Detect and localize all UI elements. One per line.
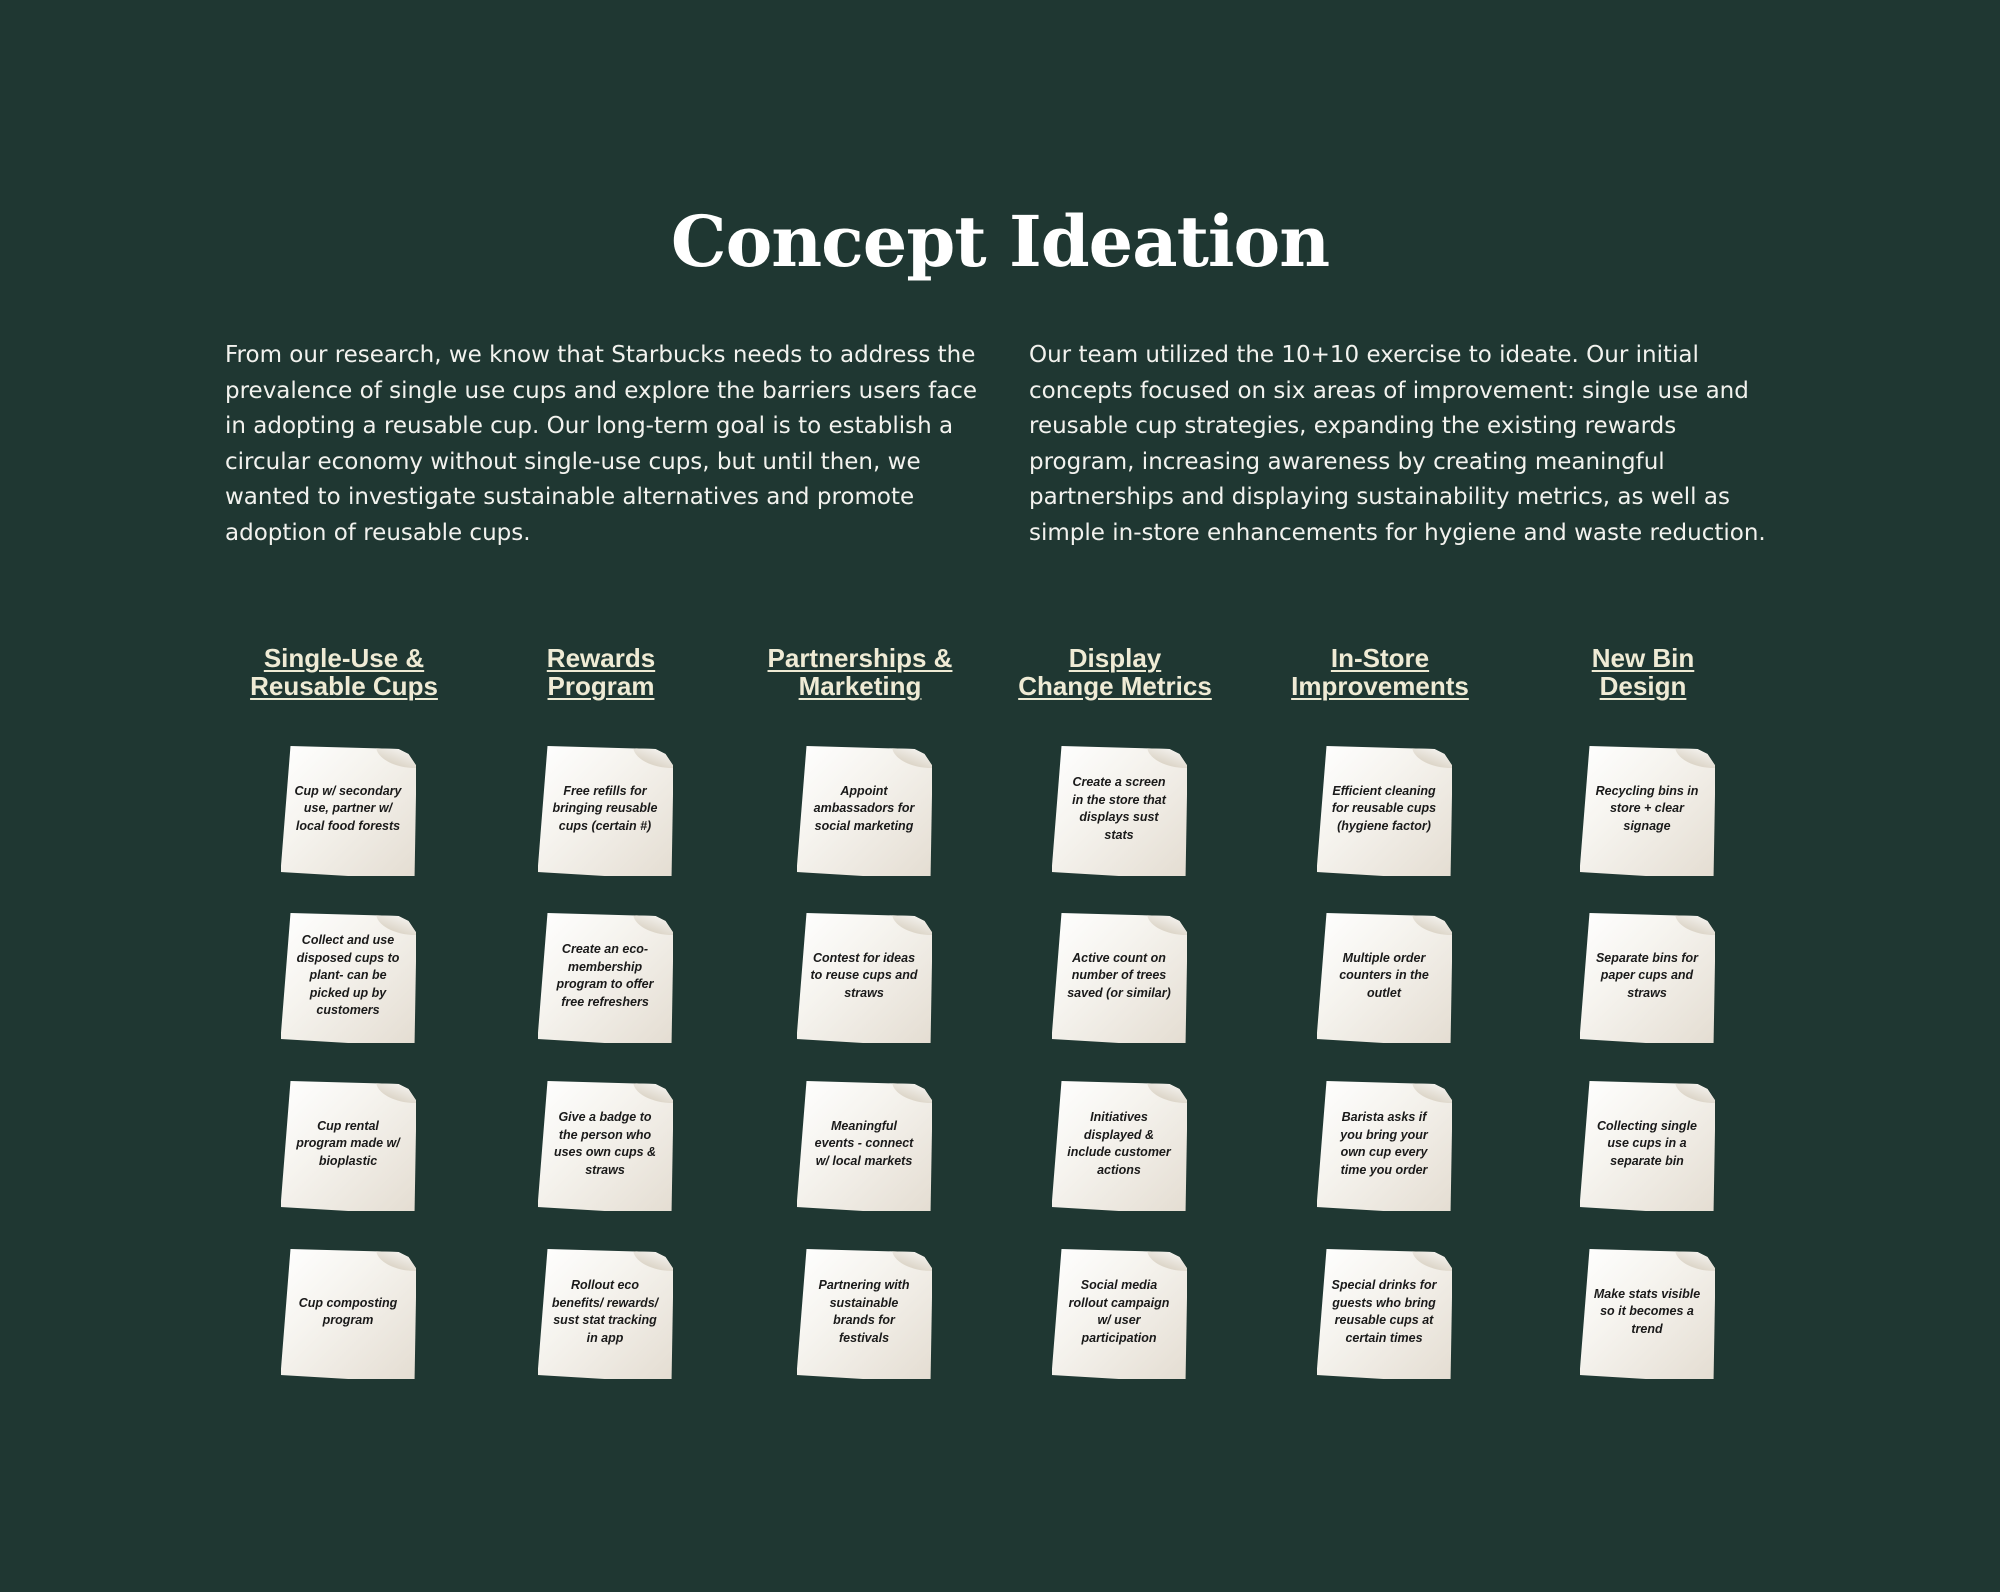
sticky-note: Efficient cleaning for reusable cups (hy… — [1316, 746, 1452, 876]
sticky-note: Make stats visible so it becomes a trend — [1579, 1249, 1715, 1379]
sticky-note-text: Partnering with sustainable brands for f… — [818, 1278, 910, 1345]
sticky-note-text: Barista asks if you bring your own cup e… — [1340, 1110, 1428, 1177]
sticky-note: Partnering with sustainable brands for f… — [796, 1249, 932, 1379]
sticky-note-text: Cup rental program made w/ bioplastic — [296, 1118, 400, 1168]
sticky-note-text: Multiple order counters in the outlet — [1339, 950, 1429, 1000]
sticky-note-text: Create an eco-membership program to offe… — [556, 942, 654, 1009]
sticky-note-text: Active count on number of trees saved (o… — [1067, 950, 1171, 1000]
sticky-note: Active count on number of trees saved (o… — [1051, 913, 1187, 1043]
sticky-note-text: Rollout eco benefits/ rewards/ sust stat… — [551, 1278, 659, 1345]
page-title: Concept Ideation — [670, 200, 1330, 283]
category-heading-new-bin-design: New Bin Design — [1591, 643, 1695, 701]
sticky-note-text: Contest for ideas to reuse cups and stra… — [810, 950, 918, 1000]
sticky-note: Rollout eco benefits/ rewards/ sust stat… — [537, 1249, 673, 1379]
sticky-note: Special drinks for guests who bring reus… — [1316, 1249, 1452, 1379]
sticky-note-text: Special drinks for guests who bring reus… — [1331, 1278, 1437, 1345]
category-heading-single-use-reusable-cups: Single-Use & Reusable Cups — [250, 643, 438, 701]
sticky-note: Recycling bins in store + clear signage — [1579, 746, 1715, 876]
sticky-note: Cup w/ secondary use, partner w/ local f… — [280, 746, 416, 876]
sticky-note: Social media rollout campaign w/ user pa… — [1051, 1249, 1187, 1379]
sticky-note: Cup rental program made w/ bioplastic — [280, 1081, 416, 1211]
category-heading-partnerships-marketing: Partnerships & Marketing — [767, 643, 953, 701]
sticky-note: Barista asks if you bring your own cup e… — [1316, 1081, 1452, 1211]
sticky-note: Create an eco-membership program to offe… — [537, 913, 673, 1043]
intro-paragraph-process: Our team utilized the 10+10 exercise to … — [1029, 342, 1766, 546]
sticky-note: Multiple order counters in the outlet — [1316, 913, 1452, 1043]
sticky-note-text: Meaningful events - connect w/ local mar… — [814, 1118, 914, 1168]
sticky-note: Cup composting program — [280, 1249, 416, 1379]
sticky-note: Separate bins for paper cups and straws — [1579, 913, 1715, 1043]
category-heading-display-change-metrics: Display Change Metrics — [1018, 643, 1212, 701]
sticky-note: Give a badge to the person who uses own … — [537, 1081, 673, 1211]
sticky-note-text: Appoint ambassadors for social marketing — [813, 783, 915, 833]
sticky-note-text: Separate bins for paper cups and straws — [1595, 950, 1699, 1000]
sticky-note: Initiatives displayed & include customer… — [1051, 1081, 1187, 1211]
sticky-note: Appoint ambassadors for social marketing — [796, 746, 932, 876]
sticky-note-text: Collecting single use cups in a separate… — [1596, 1118, 1697, 1168]
intro-paragraph-research: From our research, we know that Starbuck… — [225, 342, 978, 546]
sticky-note-text: Cup w/ secondary use, partner w/ local f… — [294, 783, 402, 833]
sticky-note-text: Free refills for bringing reusable cups … — [552, 783, 658, 833]
category-heading-in-store-improvements: In-Store Improvements — [1291, 643, 1469, 701]
sticky-note-text: Initiatives displayed & include customer… — [1067, 1110, 1171, 1177]
sticky-note: Contest for ideas to reuse cups and stra… — [796, 913, 932, 1043]
sticky-note-text: Cup composting program — [298, 1295, 398, 1328]
sticky-note-text: Give a badge to the person who uses own … — [553, 1110, 657, 1177]
sticky-note-text: Recycling bins in store + clear signage — [1595, 783, 1699, 833]
sticky-note-text: Efficient cleaning for reusable cups (hy… — [1331, 783, 1437, 833]
sticky-note: Meaningful events - connect w/ local mar… — [796, 1081, 932, 1211]
sticky-note-text: Make stats visible so it becomes a trend — [1593, 1286, 1701, 1336]
sticky-note: Collect and use disposed cups to plant- … — [280, 913, 416, 1043]
sticky-note: Create a screen in the store that displa… — [1051, 746, 1187, 876]
sticky-note: Free refills for bringing reusable cups … — [537, 746, 673, 876]
sticky-note-text: Social media rollout campaign w/ user pa… — [1068, 1278, 1170, 1345]
sticky-note-text: Collect and use disposed cups to plant- … — [296, 933, 400, 1018]
category-heading-rewards-program: Rewards Program — [546, 643, 656, 701]
sticky-note: Collecting single use cups in a separate… — [1579, 1081, 1715, 1211]
sticky-note-text: Create a screen in the store that displa… — [1072, 775, 1166, 842]
